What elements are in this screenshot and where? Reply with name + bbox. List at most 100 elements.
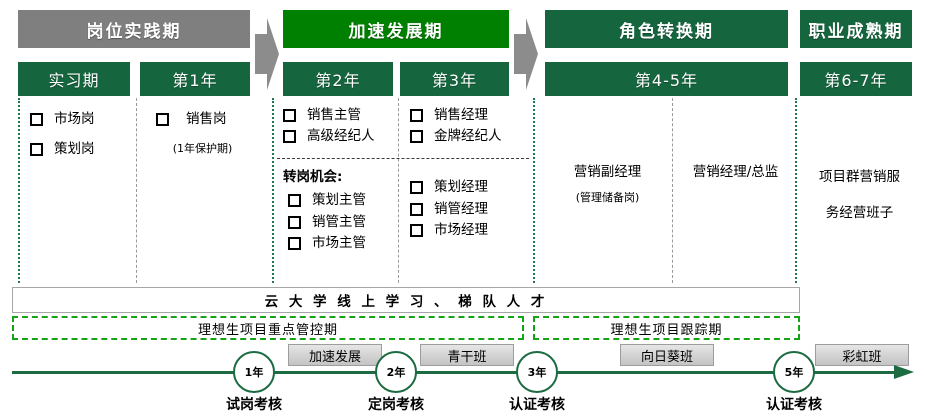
separator-phase-2-3 bbox=[533, 98, 535, 283]
gate-label-trial-assessment: 试岗考核 bbox=[226, 397, 282, 413]
checkbox-item[interactable]: 策划主管 bbox=[283, 192, 395, 209]
program-badge-accelerated-development[interactable]: 加速发展 bbox=[288, 344, 382, 366]
program-badge-rainbow-class[interactable]: 彩虹班 bbox=[815, 344, 909, 366]
role-note: (管理储备岗) bbox=[575, 191, 640, 204]
checkbox-icon[interactable] bbox=[288, 215, 301, 229]
chevron-right-icon-2 bbox=[512, 14, 540, 94]
checkbox-label: 销售经理 bbox=[434, 107, 488, 123]
gate-label-certification-assessment-2: 认证考核 bbox=[766, 397, 822, 413]
band-ideal-tracking-period: 理想生项目跟踪期 bbox=[533, 316, 800, 340]
checkbox-label: 金牌经纪人 bbox=[434, 127, 502, 144]
checkbox-icon[interactable] bbox=[283, 129, 296, 143]
program-label: 青干班 bbox=[447, 349, 487, 365]
checkbox-item[interactable]: 销售岗 bbox=[152, 111, 267, 128]
milestone-circle-year5[interactable]: 5年 bbox=[773, 351, 815, 393]
year-label: 第6-7年 bbox=[824, 71, 888, 90]
phase-label: 职业成熟期 bbox=[808, 21, 904, 42]
year-label: 第4-5年 bbox=[634, 71, 699, 90]
program-badge-sunflower-class[interactable]: 向日葵班 bbox=[620, 344, 714, 366]
separator-phase-1-2 bbox=[272, 98, 274, 283]
year-label: 实习期 bbox=[48, 71, 100, 90]
checkbox-icon[interactable] bbox=[410, 129, 423, 143]
band-cloud-university: 云 大 学 线 上 学 习 、 梯 队 人 才 bbox=[12, 287, 800, 313]
band-label: 理想生项目重点管控期 bbox=[197, 322, 338, 338]
milestone-circle-year1[interactable]: 1年 bbox=[233, 351, 275, 393]
timeline-axis bbox=[12, 371, 902, 374]
checkbox-label: 市场主管 bbox=[312, 235, 366, 252]
year-bar-y3: 第3年 bbox=[400, 62, 509, 96]
checkbox-icon[interactable] bbox=[156, 113, 169, 127]
checkbox-item[interactable]: 市场经理 bbox=[410, 223, 522, 239]
checkbox-icon[interactable] bbox=[410, 202, 423, 216]
checkbox-icon[interactable] bbox=[410, 224, 423, 238]
phase-header-career-maturity: 职业成熟期 bbox=[800, 10, 912, 48]
checkbox-item[interactable]: 市场岗 bbox=[30, 111, 130, 128]
program-label: 向日葵班 bbox=[640, 349, 693, 365]
year-bar-y2: 第2年 bbox=[283, 62, 393, 96]
checkbox-icon[interactable] bbox=[30, 113, 43, 127]
checkbox-label: 策划经理 bbox=[434, 179, 488, 195]
program-label: 彩虹班 bbox=[842, 349, 882, 365]
milestone-year-label: 2年 bbox=[386, 366, 406, 379]
checkbox-item[interactable]: 策划经理 bbox=[410, 179, 522, 196]
checkbox-icon[interactable] bbox=[410, 181, 423, 195]
phase-label: 岗位实践期 bbox=[86, 21, 182, 42]
checkbox-item[interactable]: 高级经纪人 bbox=[283, 127, 395, 145]
separator-internship-y1 bbox=[136, 98, 137, 283]
column-year45-deputy: 营销副经理 (管理储备岗) bbox=[545, 160, 670, 205]
checkbox-item[interactable]: 市场主管 bbox=[283, 236, 395, 252]
milestone-circle-year2[interactable]: 2年 bbox=[375, 351, 417, 393]
milestone-circle-year3[interactable]: 3年 bbox=[516, 351, 558, 393]
gate-label-certification-assessment-1: 认证考核 bbox=[509, 397, 565, 413]
checkbox-icon[interactable] bbox=[288, 194, 301, 208]
phase-header-acceleration: 加速发展期 bbox=[283, 10, 509, 48]
role-line-2: 务经营班子 bbox=[825, 205, 894, 221]
checkbox-item[interactable]: 销管经理 bbox=[410, 201, 522, 218]
checkbox-item[interactable]: 金牌经纪人 bbox=[410, 127, 522, 145]
checkbox-icon[interactable] bbox=[410, 109, 423, 123]
rotation-title: 转岗机会: bbox=[283, 169, 343, 185]
gate-label-placement-assessment: 定岗考核 bbox=[368, 397, 424, 413]
milestone-year-label: 3年 bbox=[527, 366, 547, 379]
chevron-right-icon-1 bbox=[253, 14, 281, 94]
checkbox-label: 销售主管 bbox=[307, 107, 361, 123]
program-label: 加速发展 bbox=[308, 349, 361, 365]
year-bar-y45: 第4-5年 bbox=[545, 62, 788, 96]
year-bar-y67: 第6-7年 bbox=[800, 62, 912, 96]
year-bar-y1: 第1年 bbox=[140, 62, 250, 96]
year-label: 第2年 bbox=[315, 71, 361, 90]
column-year45-manager: 营销经理/总监 bbox=[678, 160, 793, 180]
checkbox-label: 销售岗 bbox=[186, 111, 227, 127]
program-badge-youth-cadre-class[interactable]: 青干班 bbox=[420, 344, 514, 366]
checkbox-label: 策划岗 bbox=[54, 140, 95, 157]
divider-rotation-section bbox=[277, 158, 529, 159]
rotation-block-year2: 转岗机会: 策划主管 销管主管 市场主管 bbox=[283, 165, 395, 252]
checkbox-icon[interactable] bbox=[288, 237, 301, 251]
checkbox-item[interactable]: 策划岗 bbox=[30, 140, 130, 158]
checkbox-item[interactable]: 销售经理 bbox=[410, 107, 522, 124]
band-label: 云 大 学 线 上 学 习 、 梯 队 人 才 bbox=[264, 294, 548, 310]
separator-phase-left-edge bbox=[18, 98, 20, 283]
milestone-year-label: 1年 bbox=[244, 366, 264, 379]
checkbox-item[interactable]: 销管主管 bbox=[283, 214, 395, 231]
column-year67: 项目群营销服 务经营班子 bbox=[802, 165, 917, 221]
checkbox-icon[interactable] bbox=[30, 142, 43, 156]
column-internship: 市场岗 策划岗 bbox=[30, 111, 130, 158]
timeline-arrow-icon bbox=[894, 363, 914, 381]
separator-y45-split bbox=[672, 98, 673, 283]
role-title: 营销经理/总监 bbox=[692, 164, 779, 180]
year-label: 第1年 bbox=[172, 71, 218, 90]
separator-y2-y3 bbox=[398, 98, 399, 283]
role-line-1: 项目群营销服 bbox=[819, 169, 900, 185]
phase-header-practice: 岗位实践期 bbox=[18, 10, 250, 48]
column-year2: 销售主管 高级经纪人 bbox=[283, 107, 395, 145]
phase-header-role-transition: 角色转换期 bbox=[545, 10, 788, 48]
milestone-year-label: 5年 bbox=[784, 366, 804, 379]
checkbox-icon[interactable] bbox=[283, 109, 296, 123]
column-year3: 销售经理 金牌经纪人 bbox=[410, 107, 522, 145]
checkbox-label: 高级经纪人 bbox=[307, 127, 375, 144]
checkbox-item[interactable]: 销售主管 bbox=[283, 107, 395, 124]
year-bar-internship: 实习期 bbox=[18, 62, 130, 96]
band-label: 理想生项目跟踪期 bbox=[610, 322, 723, 338]
